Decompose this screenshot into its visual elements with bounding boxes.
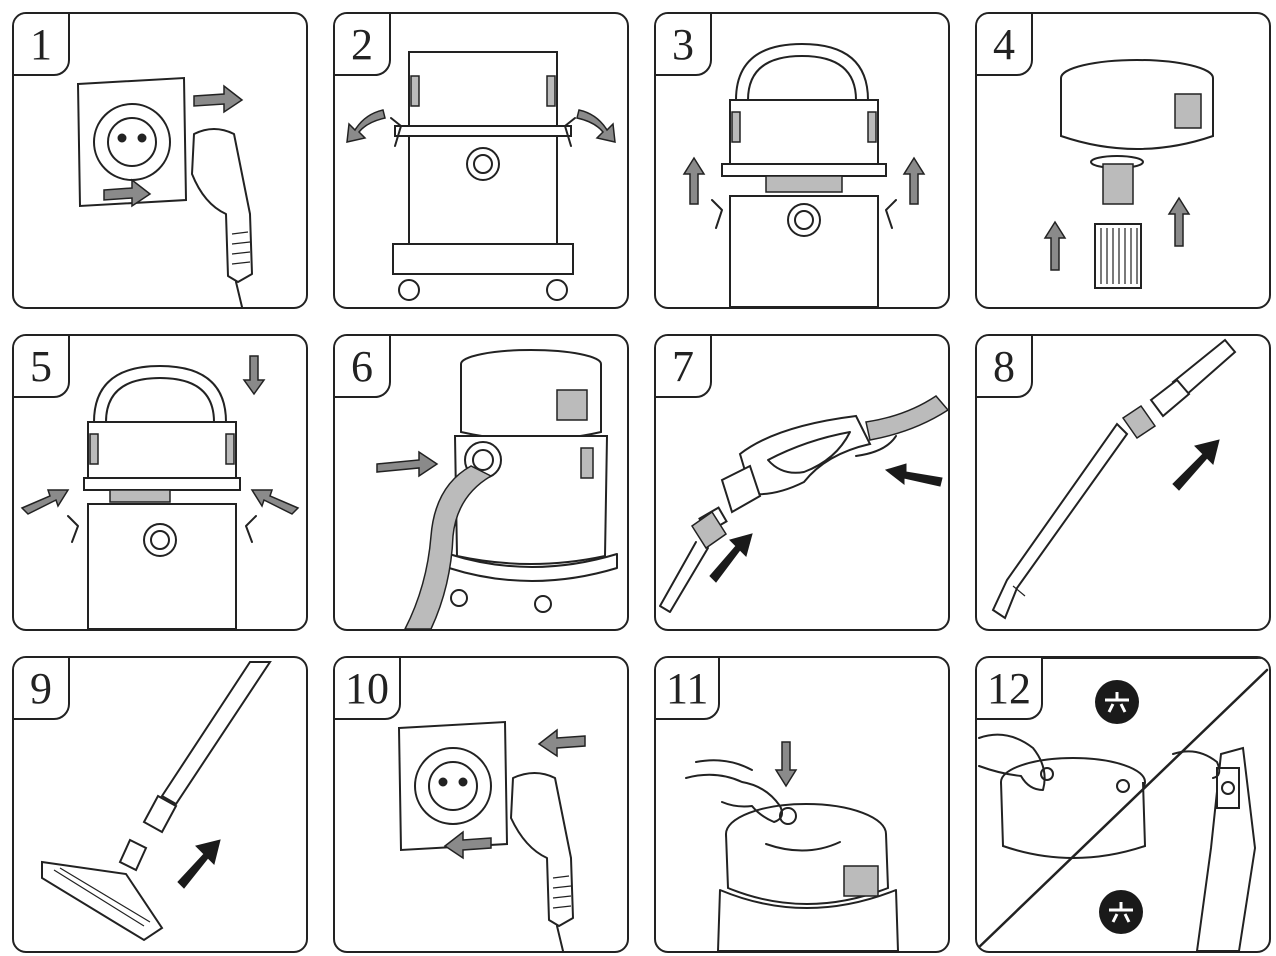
step-number-6: 6 xyxy=(335,336,391,398)
step-panel-3: 3 xyxy=(654,12,950,309)
step-number-10: 10 xyxy=(335,658,401,720)
step-panel-1: 1 xyxy=(12,12,308,309)
join-tubes-icon xyxy=(991,338,1237,620)
step-number-4: 4 xyxy=(977,14,1033,76)
step-panel-4: 4 xyxy=(975,12,1271,309)
select-mode-icon xyxy=(977,658,1269,951)
step-number-1: 1 xyxy=(14,14,70,76)
step-number-9: 9 xyxy=(14,658,70,720)
insert-hose-icon xyxy=(376,349,618,629)
plug-in-icon xyxy=(397,720,586,951)
lower-head-icon xyxy=(20,355,300,629)
step-number-11: 11 xyxy=(656,658,721,720)
attach-floor-tool-icon xyxy=(41,661,272,942)
step-panel-5: 5 xyxy=(12,334,308,631)
step-number-3: 3 xyxy=(656,14,712,76)
mode-symbol-icon-2 xyxy=(1099,890,1143,934)
step-panel-11: 11 xyxy=(654,656,950,953)
step-number-7: 7 xyxy=(656,336,712,398)
plug-out-icon xyxy=(76,76,253,307)
step-panel-6: 6 xyxy=(333,334,629,631)
step-number-5: 5 xyxy=(14,336,70,398)
step-panel-7: 7 xyxy=(654,334,950,631)
step-panel-8: 8 xyxy=(975,334,1271,631)
step-number-12: 12 xyxy=(977,658,1043,720)
unlatch-clips-icon xyxy=(346,51,616,301)
step-panel-9: 9 xyxy=(12,656,308,953)
fit-filter-icon xyxy=(1043,59,1214,289)
step-panel-12: 12 xyxy=(975,656,1271,953)
mode-symbol-icon xyxy=(1095,680,1139,724)
lift-head-icon xyxy=(682,43,926,307)
step-number-2: 2 xyxy=(335,14,391,76)
step-number-8: 8 xyxy=(977,336,1033,398)
step-panel-10: 10 xyxy=(333,656,629,953)
step-panel-2: 2 xyxy=(333,12,629,309)
attach-handle-icon xyxy=(659,395,948,613)
press-switch-icon xyxy=(685,741,899,951)
